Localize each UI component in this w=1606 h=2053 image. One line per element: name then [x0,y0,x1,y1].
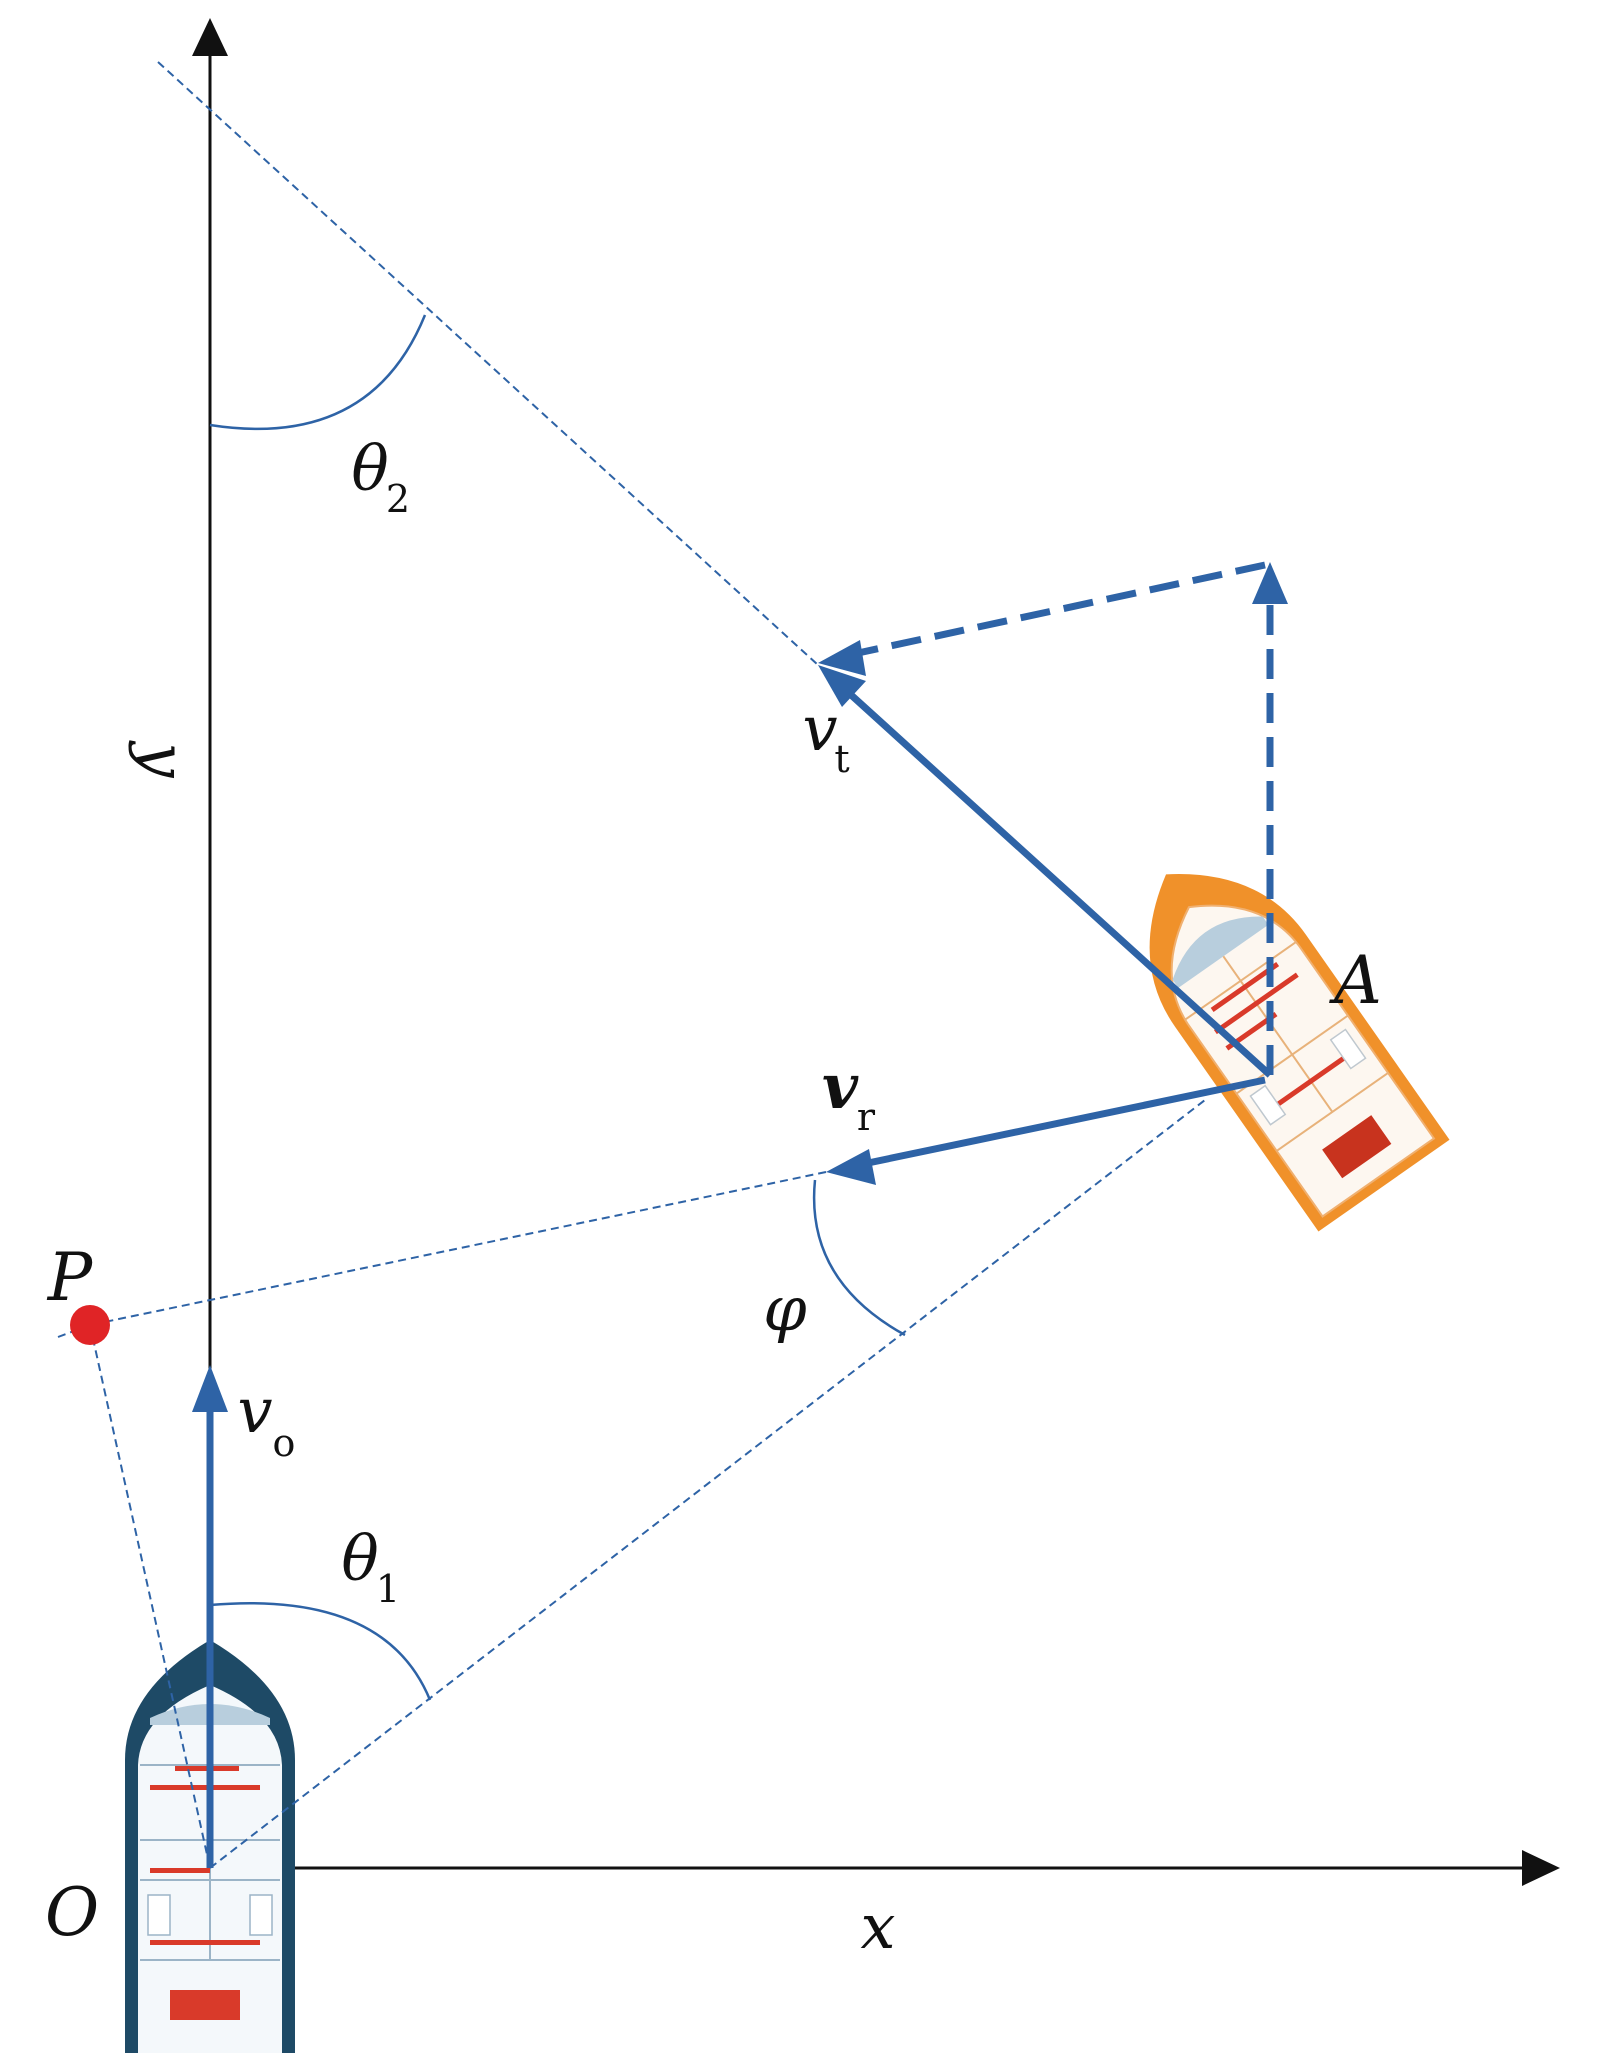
y-axis-arrowhead [192,18,228,56]
theta1-arc [209,1601,432,1701]
point-a-label: A [1328,942,1382,1019]
phi-label: φ [763,1272,807,1345]
vo-vector-arrowhead [192,1365,228,1412]
vt-subscript: t [834,737,849,781]
dashed-guide-lines [57,61,1206,1869]
target-ship-icon [1149,874,1450,1232]
velocity-vectors [192,665,1273,1868]
vo-label: v [237,1374,272,1447]
labels: y x O P A θ 2 θ 1 φ v t v r v o [45,432,1382,1963]
point-p-label: P [47,1239,94,1316]
velocity-components [818,561,1288,1075]
point-p-dot-icon [70,1305,110,1345]
vr-vector-arrowhead [826,1149,876,1185]
line-p-to-o [89,1324,211,1869]
theta1-label: θ [341,1522,378,1595]
vr-subscript: r [857,1095,876,1139]
y-axis-label: y [127,739,200,778]
x-axis-arrowhead [1522,1850,1560,1886]
theta2-arc [209,314,427,431]
vt-vector-arrowhead [818,665,866,707]
line-o-to-a [209,1099,1206,1869]
vr-vector-line [867,1076,1266,1167]
vt-vector-line [847,691,1273,1078]
vo-subscript: o [273,1421,296,1465]
vt-direction-line [157,61,819,666]
horizontal-component-line [857,561,1266,657]
phi-arc [812,1179,906,1337]
angle-arcs [209,314,906,1701]
vertical-component-arrowhead [1252,562,1288,604]
theta2-label: θ [351,432,388,505]
origin-label: O [45,1874,99,1951]
theta1-subscript: 1 [376,1567,400,1611]
vt-label: v [802,692,837,765]
theta2-subscript: 2 [386,477,410,521]
vr-label: v [822,1050,859,1123]
x-axis-label: x [861,1890,896,1963]
horizontal-component-arrowhead [818,640,866,676]
vr-extension-line [89,1171,827,1326]
